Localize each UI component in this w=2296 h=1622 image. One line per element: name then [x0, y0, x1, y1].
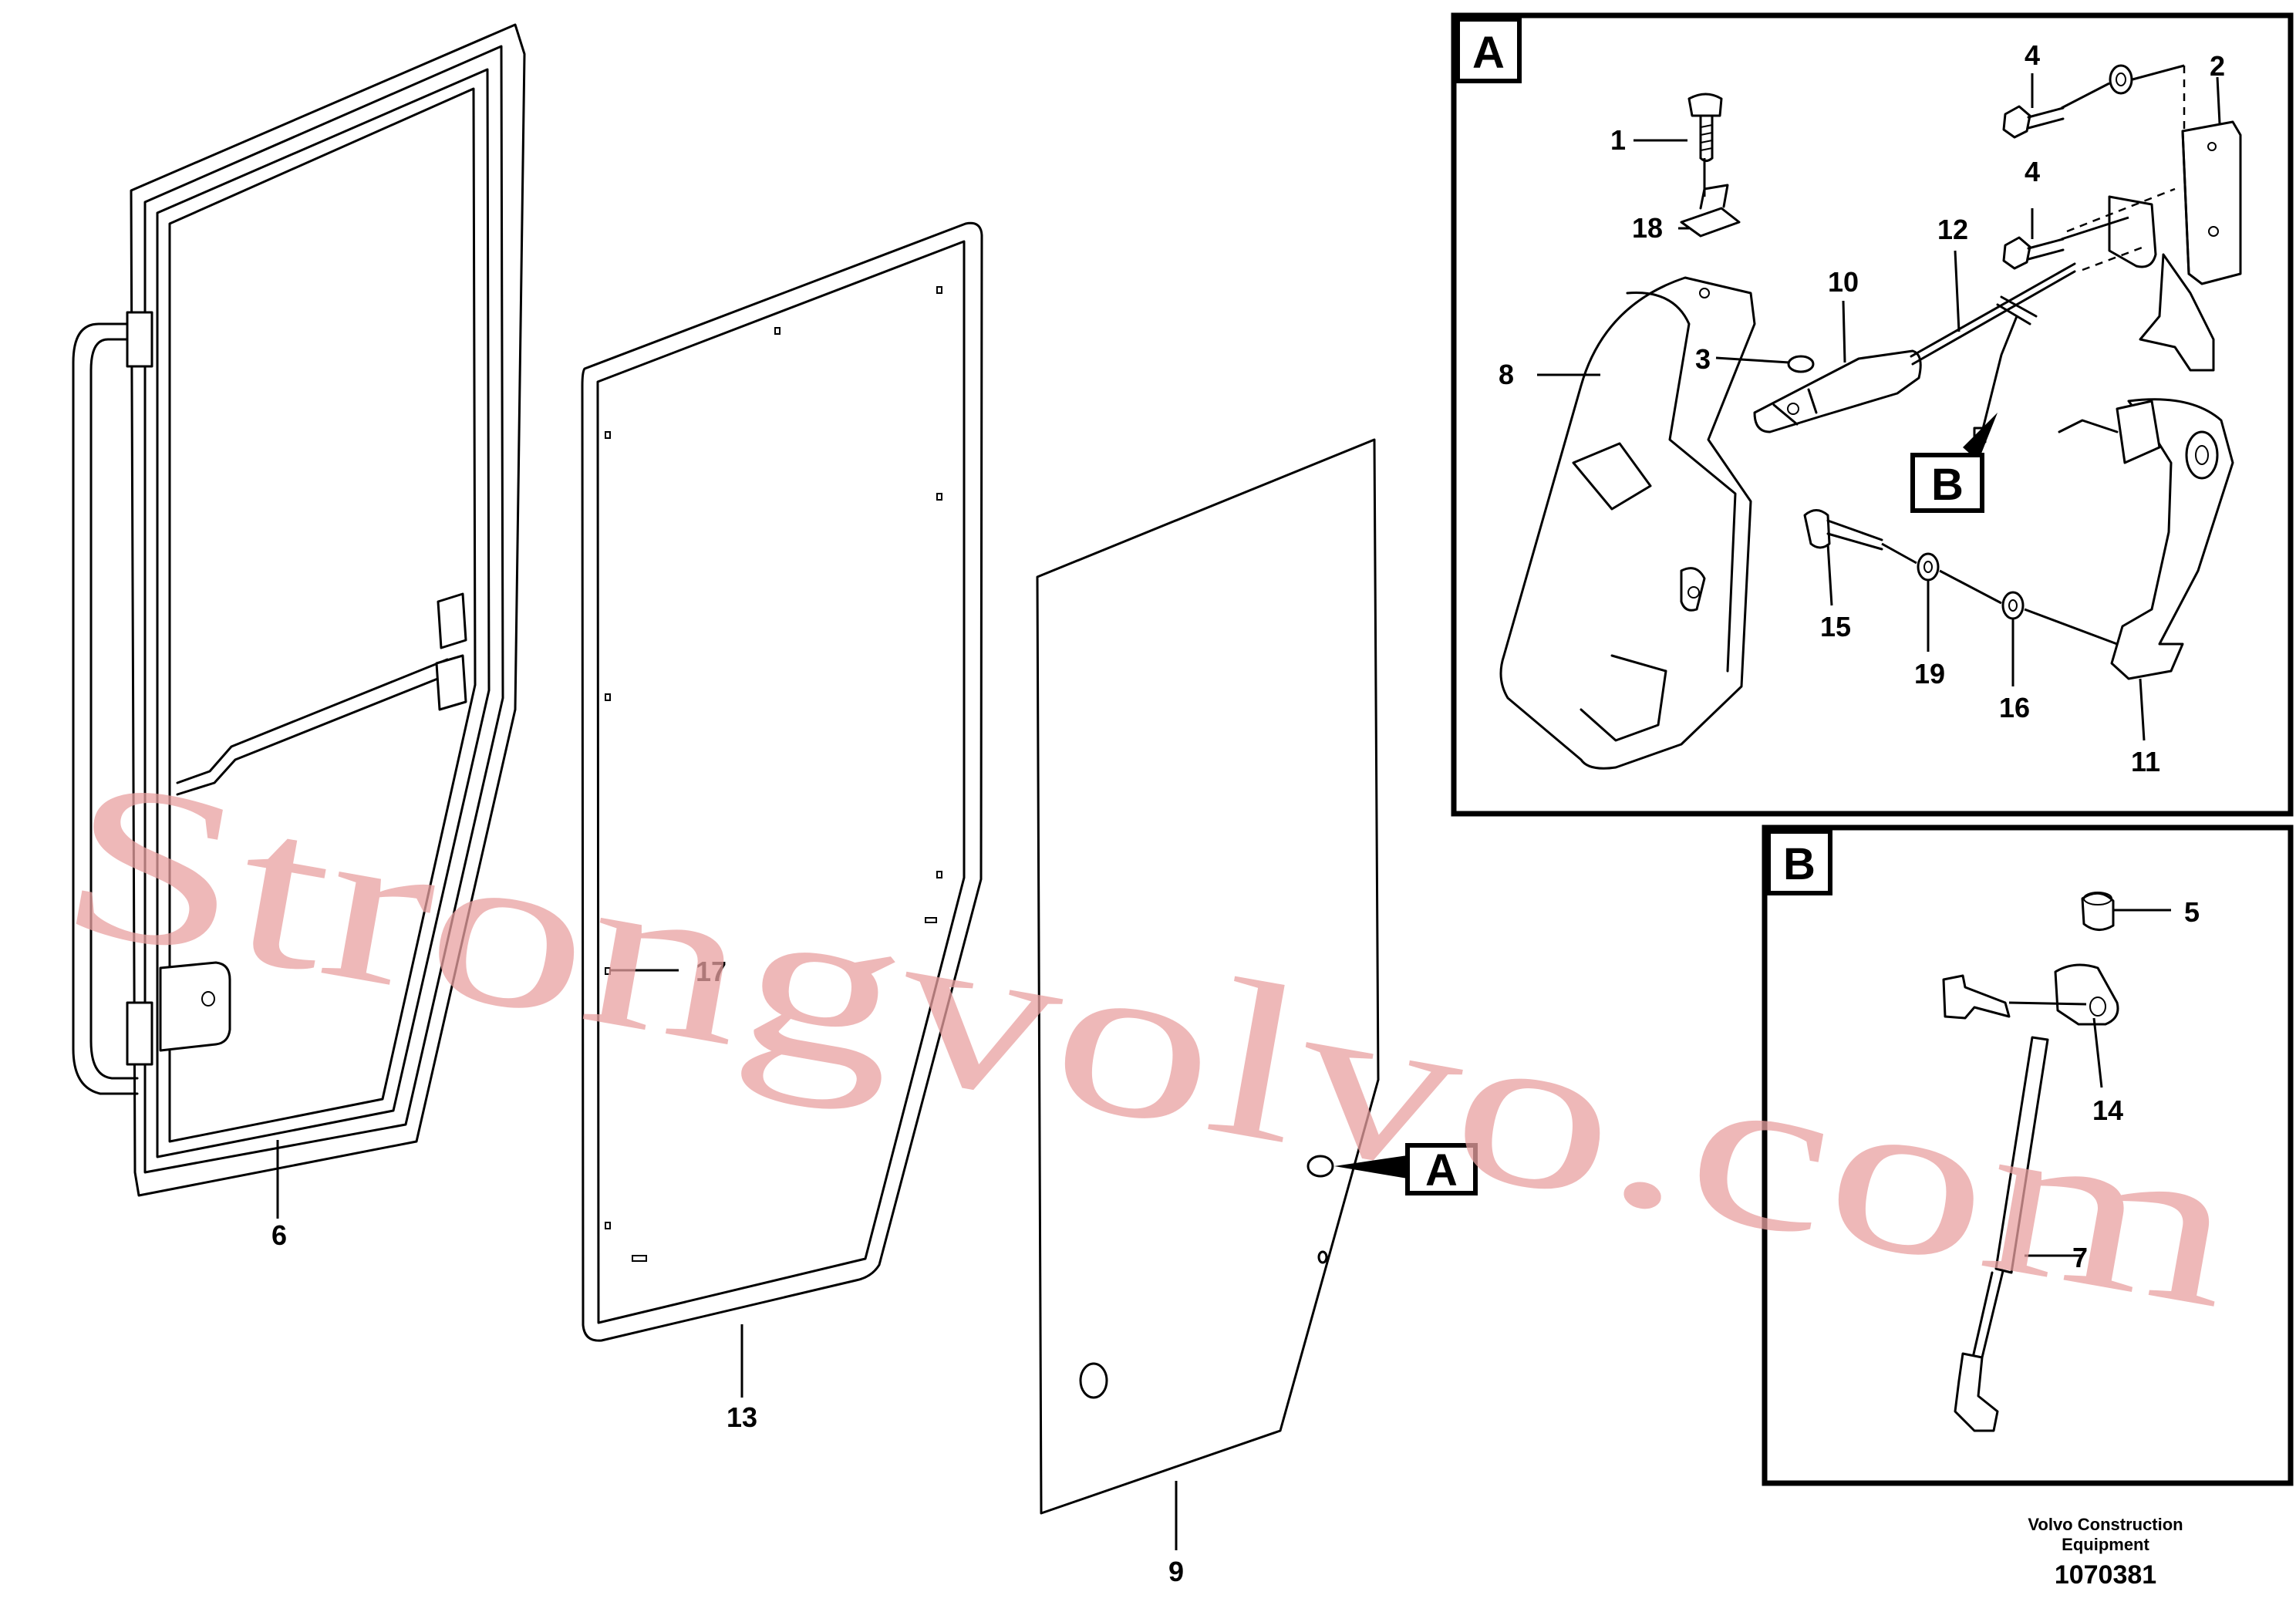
- callout-9: 9: [1168, 1556, 1184, 1587]
- bolt-part: [1687, 93, 1723, 162]
- detail-pointer-b: B: [1910, 413, 1998, 513]
- detail-view-a-label: A: [1472, 28, 1505, 78]
- pointer-b-label: B: [1931, 460, 1964, 510]
- callout-18: 18: [1632, 212, 1663, 244]
- detail-pointer-a: A: [1334, 1143, 1478, 1195]
- handle-part: [2058, 398, 2234, 680]
- callout-17: 17: [696, 956, 727, 987]
- pointer-a-label: A: [1425, 1145, 1458, 1195]
- detail-view-b: B: [1762, 824, 2294, 1486]
- callout-2: 2: [2210, 50, 2225, 82]
- callout-15: 15: [1820, 611, 1851, 642]
- door-frame-part: [72, 23, 526, 1219]
- callout-4-lower: 4: [2025, 156, 2040, 187]
- cover-part: [1499, 276, 1756, 770]
- callout-1: 1: [1610, 124, 1626, 156]
- detail-view-a: A: [1451, 12, 2294, 817]
- window-seal-part: [581, 221, 983, 1398]
- glass-pane-part: [1036, 438, 1380, 1550]
- callout-12: 12: [1937, 214, 1968, 245]
- callout-7: 7: [2072, 1242, 2088, 1273]
- latch-part: [1753, 349, 1922, 433]
- diagram-number: 1070381: [2055, 1560, 2156, 1590]
- callout-4-upper: 4: [2025, 39, 2040, 71]
- callout-10: 10: [1828, 266, 1859, 298]
- callout-8: 8: [1499, 359, 1514, 390]
- callout-19: 19: [1914, 658, 1945, 690]
- callout-3: 3: [1695, 343, 1711, 375]
- callout-14: 14: [2092, 1094, 2123, 1126]
- lock-bracket-part: [2108, 120, 2242, 372]
- callout-11: 11: [2131, 746, 2160, 777]
- footer-line-1: Volvo Construction: [2028, 1515, 2183, 1534]
- callout-13: 13: [727, 1401, 757, 1433]
- callout-5: 5: [2184, 896, 2200, 928]
- detail-view-b-label: B: [1783, 839, 1816, 889]
- callout-16: 16: [1999, 692, 2030, 723]
- callout-6: 6: [271, 1219, 287, 1251]
- footer-line-2: Equipment: [2062, 1535, 2149, 1554]
